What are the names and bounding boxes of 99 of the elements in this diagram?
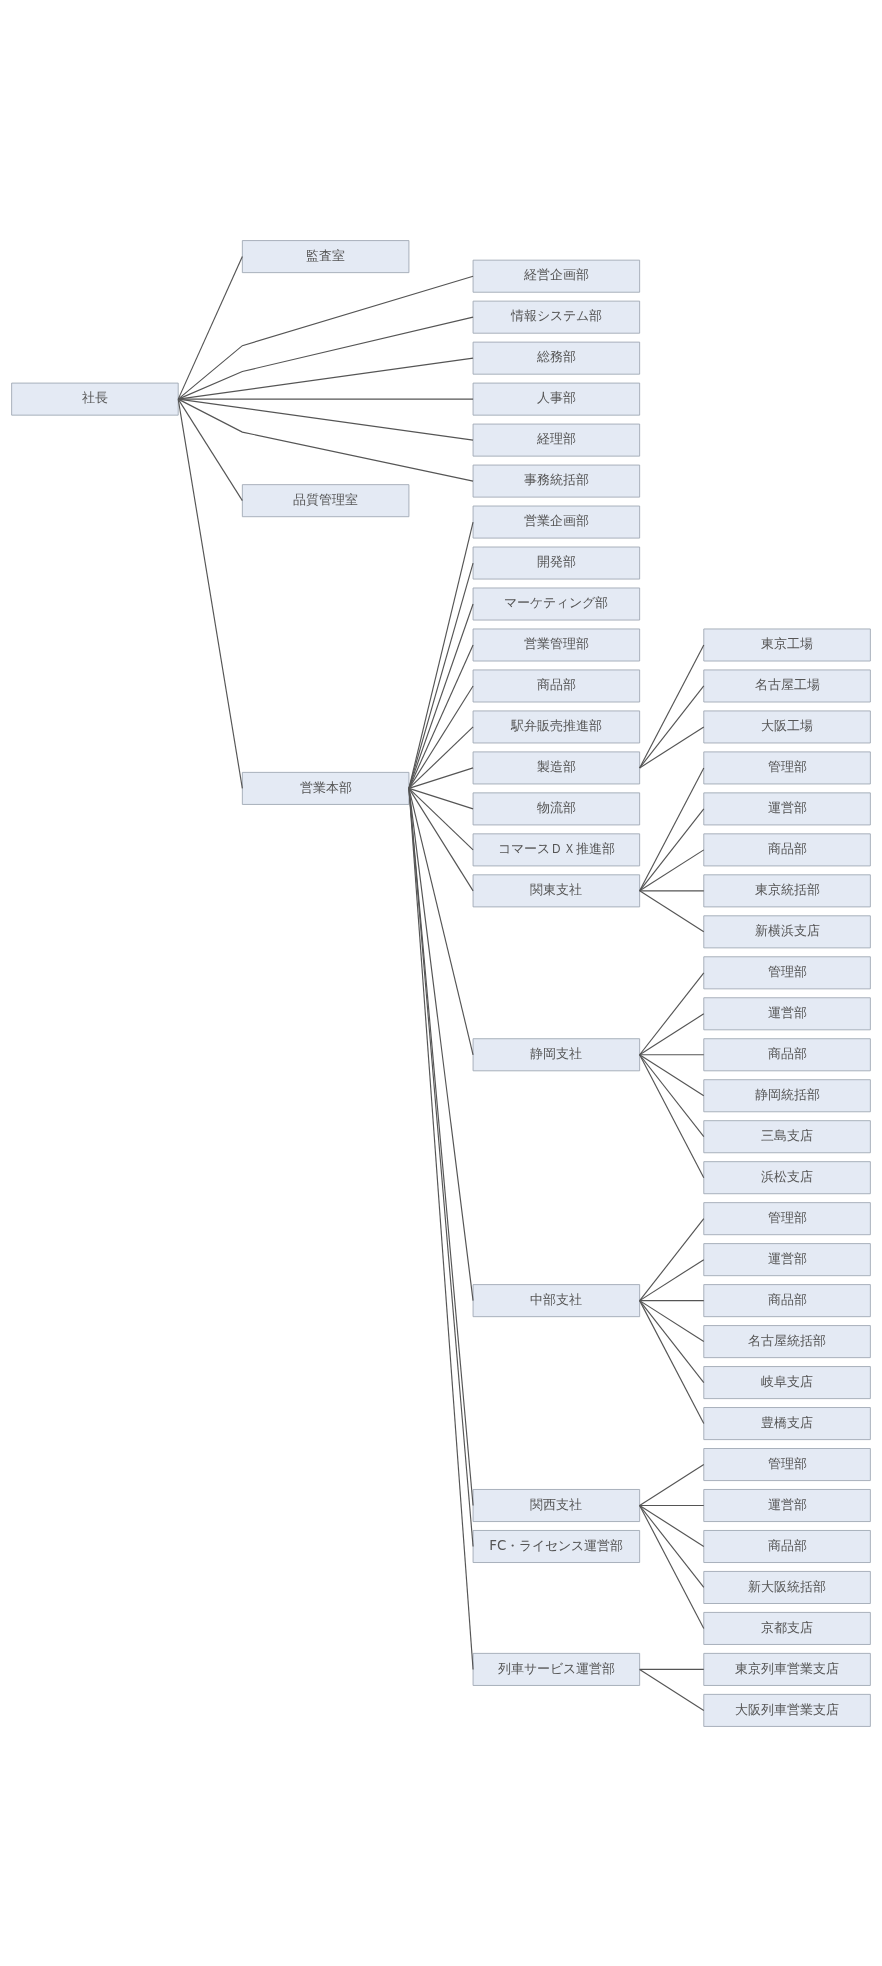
node-box: 静岡支社 [472,1037,641,1071]
connector [639,1504,705,1547]
connector [639,684,705,768]
connector [408,787,474,1055]
connector [639,725,705,768]
node-box: 豊橋支店 [703,1406,871,1440]
connector [408,520,474,789]
node-box: 情報システム部 [472,300,641,334]
connector [408,766,474,789]
node-box: 岐阜支店 [703,1365,871,1399]
connector [408,787,474,891]
node-box: 品質管理室 [241,483,410,517]
node-box: 新大阪統括部 [703,1570,871,1604]
connector [639,889,705,932]
node-box: 監査室 [241,239,410,273]
node-box: 静岡統括部 [703,1078,871,1112]
node-box: 人事部 [472,382,641,416]
connector [408,787,474,809]
connector [177,255,243,400]
node-box: 東京列車営業支店 [703,1652,871,1686]
node-box: 事務統括部 [472,464,641,498]
node-box: 列車サービス運営部 [472,1652,641,1686]
node-box: 大阪工場 [703,709,871,743]
node-box: 関西支社 [472,1488,641,1522]
connector [639,971,705,1055]
node-box: 名古屋統括部 [703,1324,871,1358]
connector [177,357,474,400]
node-box: 商品部 [703,832,871,866]
node-box: 中部支社 [472,1283,641,1317]
node-box: 管理部 [703,1201,871,1235]
connector [408,787,474,1301]
connector [639,807,705,891]
connector [408,602,474,789]
connector [408,643,474,789]
connector [177,398,243,501]
connector [177,398,474,441]
connector [639,1504,705,1506]
node-box: 名古屋工場 [703,669,871,702]
connector [177,398,243,789]
connector [408,725,474,789]
connector [639,1504,705,1588]
node-box: 開発部 [472,546,641,579]
node-box: 営業本部 [241,771,410,805]
connector [639,1053,705,1137]
connector [639,1012,705,1055]
connector [177,398,474,482]
node-box: 経理部 [472,423,641,457]
node-box: 浜松支店 [703,1160,871,1194]
connector [639,1299,705,1301]
node-box: 管理部 [703,1447,871,1481]
node-box: 運営部 [703,1242,871,1276]
node-box: 東京工場 [703,628,871,661]
connector [639,1299,705,1383]
connector [639,1053,705,1178]
node-box: FC・ライセンス運営部 [472,1529,641,1563]
node-box: 管理部 [703,750,871,784]
node-box: 大阪列車営業支店 [703,1693,871,1727]
connector [639,1053,705,1096]
node-box: 物流部 [472,791,641,825]
connector [408,561,474,789]
connector [639,766,705,891]
connector [639,1668,705,1670]
node-box: 運営部 [703,1488,871,1522]
node-box: 運営部 [703,996,871,1030]
connector [177,316,474,400]
connector [408,787,474,850]
node-box: 三島支店 [703,1119,871,1153]
node-box: 商品部 [703,1037,871,1071]
connector [177,275,474,400]
node-box: 商品部 [703,1529,871,1563]
node-box: 営業管理部 [472,628,641,661]
connector [639,848,705,891]
node-box: 運営部 [703,791,871,825]
node-box: 経営企画部 [472,259,641,293]
connector [639,1504,705,1629]
connector [639,889,705,891]
node-box: 関東支社 [472,873,641,907]
connector [639,643,705,768]
connector [639,1668,705,1711]
node-box: 製造部 [472,750,641,784]
connector [639,1463,705,1506]
connector [639,1299,705,1424]
node-box: 東京統括部 [703,873,871,907]
node-box: 社長 [11,382,179,416]
node-box: 商品部 [703,1283,871,1317]
node-box: 営業企画部 [472,505,641,539]
node-box: コマースＤＸ推進部 [472,832,641,866]
node-box: 商品部 [472,669,641,702]
connector [639,1299,705,1342]
connector [639,1217,705,1301]
node-box: 駅弁販売推進部 [472,709,641,743]
node-box: マーケティング部 [472,587,641,620]
connector [408,684,474,789]
connector [639,1053,705,1055]
node-box: 総務部 [472,341,641,375]
node-box: 京都支店 [703,1611,871,1645]
node-box: 新横浜支店 [703,914,871,948]
node-box: 管理部 [703,955,871,989]
connector [639,1258,705,1301]
